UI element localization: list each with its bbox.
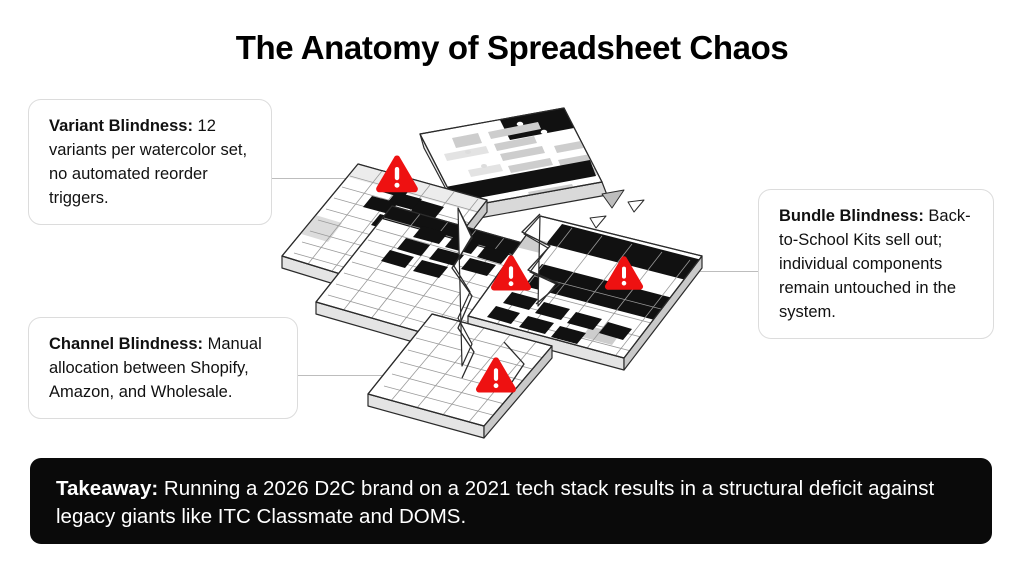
callout-variant-blindness: Variant Blindness: 12 variants per water… xyxy=(28,99,272,226)
callout-channel-blindness: Channel Blindness: Manual allocation bet… xyxy=(28,317,298,420)
callout-body: Back-to-School Kits sell out; individual… xyxy=(779,207,971,322)
callout-title: Bundle Blindness: xyxy=(779,207,924,225)
callout-title: Channel Blindness: xyxy=(49,335,204,353)
page-title: The Anatomy of Spreadsheet Chaos xyxy=(235,29,789,66)
warning-triangle-icon xyxy=(474,355,518,395)
warning-triangle-icon xyxy=(489,253,533,293)
shattered-spreadsheet-illustration xyxy=(272,96,772,456)
warning-triangle-icon xyxy=(374,153,420,195)
connector-line-variant xyxy=(271,178,395,180)
takeaway-label: Takeaway: xyxy=(56,477,159,500)
callout-body: Manual allocation between Shopify, Amazo… xyxy=(49,335,262,402)
callout-body: 12 variants per watercolor set, no autom… xyxy=(49,117,248,208)
takeaway-text: Running a 2026 D2C brand on a 2021 tech … xyxy=(56,477,935,528)
takeaway-banner: Takeaway: Running a 2026 D2C brand on a … xyxy=(30,458,992,544)
callout-title: Variant Blindness: xyxy=(49,117,193,135)
warning-triangle-icon xyxy=(603,254,645,292)
callout-bundle-blindness: Bundle Blindness: Back-to-School Kits se… xyxy=(758,189,994,340)
